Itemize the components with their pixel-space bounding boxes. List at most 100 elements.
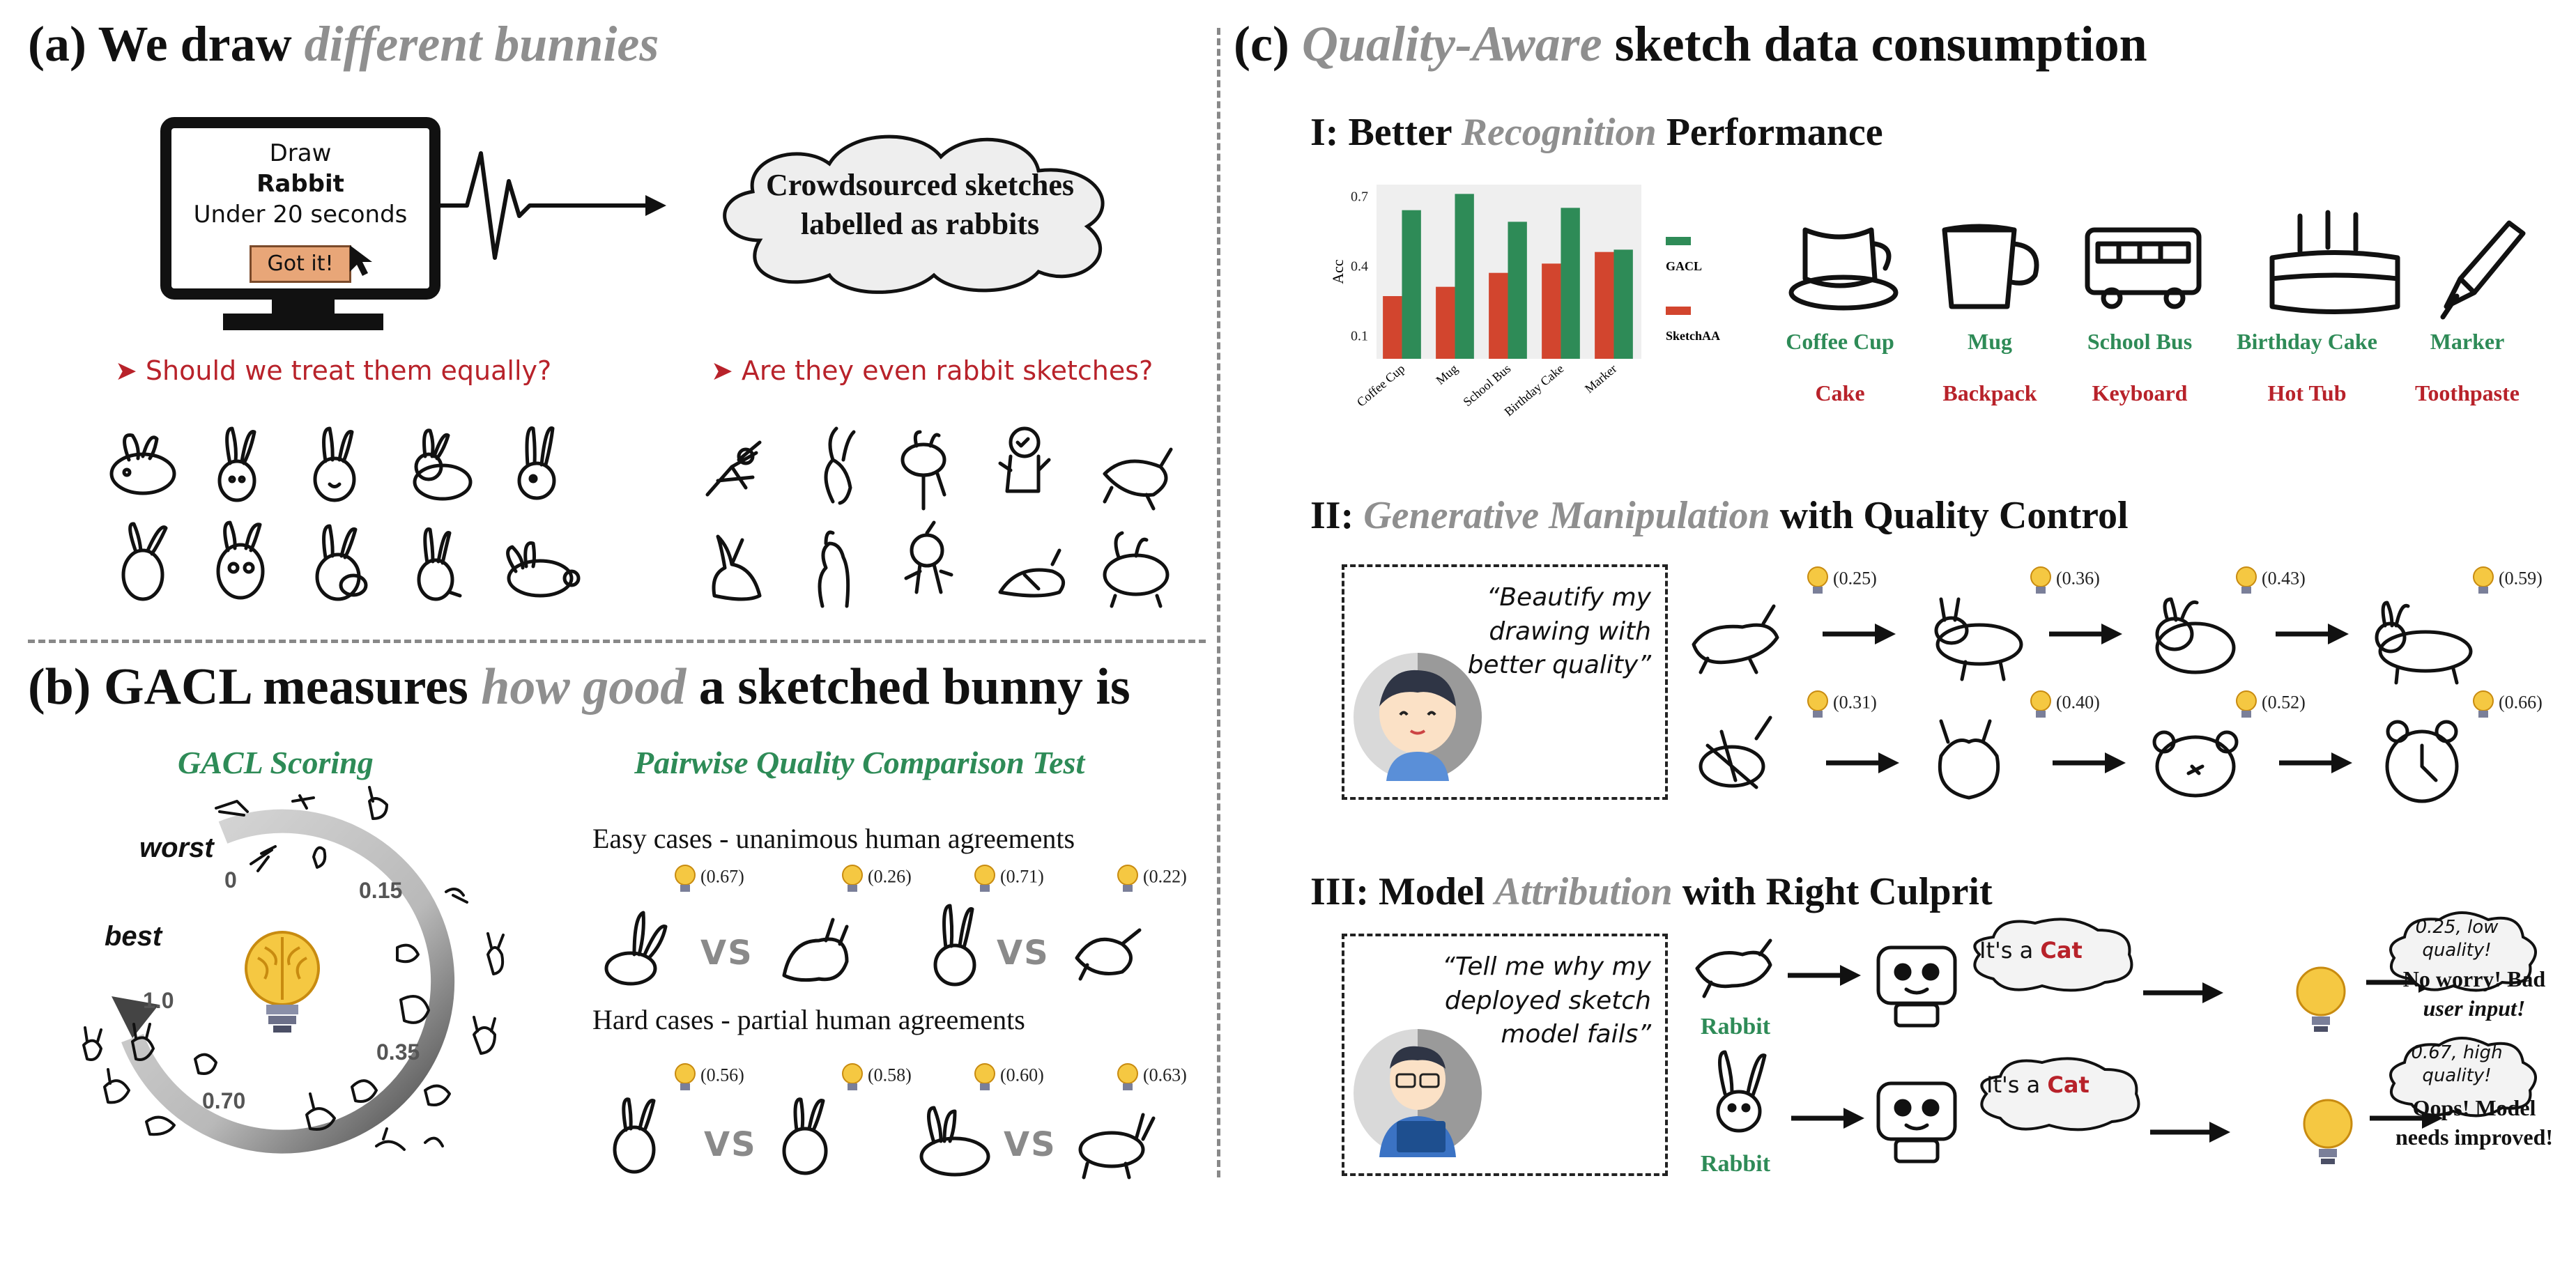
- easy-case-sketches: [604, 904, 1142, 987]
- result-1-line2: user input!: [2423, 995, 2526, 1021]
- monitor-line-draw: Draw: [269, 139, 332, 167]
- brain-bulb-icon: [2473, 566, 2494, 594]
- panel-b-title-emphasis: how good: [481, 658, 687, 716]
- x-tick-label: School Bus: [1460, 362, 1513, 409]
- hard-score-1: (0.56): [673, 1062, 744, 1095]
- gauge-tick-070: 0.70: [202, 1088, 246, 1113]
- question-right-text: Are they even rabbit sketches?: [741, 355, 1153, 386]
- bar-gacl-1: [1455, 194, 1474, 359]
- rabbit-label-1: Rabbit: [1700, 1014, 1771, 1039]
- bar-sketchaa-4: [1595, 252, 1614, 359]
- gen-score-1-4: (0.59): [2471, 566, 2543, 598]
- gauge-tick-015: 0.15: [359, 878, 403, 903]
- got-it-button[interactable]: Got it!: [250, 245, 351, 283]
- x-tick-label: Mug: [1433, 362, 1460, 387]
- score-value: (0.71): [1000, 866, 1044, 887]
- result-1: No worry! Bad user input!: [2391, 965, 2558, 1023]
- y-axis-label: Acc: [1329, 259, 1347, 284]
- speech-cat: Cat: [2047, 1072, 2090, 1098]
- green-label-marker: Marker: [2430, 329, 2505, 354]
- gauge-tick-035: 0.35: [376, 1039, 420, 1065]
- robot-icon: [1876, 945, 1957, 1028]
- thought-text-1: 0.25, low quality!: [2415, 917, 2499, 961]
- score-value: (0.36): [2056, 568, 2100, 589]
- section-1-em: Recognition: [1461, 111, 1657, 154]
- hard-cases-label: Hard cases - partial human agreements: [592, 1004, 1025, 1035]
- gacl-score-gauge: [112, 809, 455, 1154]
- green-label-mug: Mug: [1968, 329, 2012, 354]
- y-tick-label: 0.7: [1351, 190, 1368, 205]
- panel-c-label: (c): [1234, 16, 1289, 72]
- section-2-post: with Quality Control: [1770, 494, 2129, 537]
- vs-hard-2: VS: [1004, 1125, 1057, 1164]
- brain-bulb-icon: [1807, 690, 1828, 718]
- rabbit-label-2: Rabbit: [1700, 1151, 1771, 1177]
- score-value: (0.31): [1833, 692, 1877, 713]
- x-tick-label: Coffee Cup: [1354, 362, 1408, 410]
- section-1-pre: I: Better: [1310, 111, 1462, 154]
- panel-c-title: (c) Quality-Aware sketch data consumptio…: [1234, 15, 2147, 73]
- section-2-title: II: Generative Manipulation with Quality…: [1310, 493, 2129, 538]
- thought-bubble: [2389, 911, 2537, 992]
- y-tick-label: 0.1: [1351, 329, 1368, 344]
- panel-divider-horizontal: [28, 640, 1206, 643]
- section-3-post: with Right Culprit: [1672, 870, 1993, 913]
- brain-bulb-icon: [675, 865, 696, 892]
- gen-score-2-1: (0.31): [1805, 690, 1877, 722]
- gen-score-1-2: (0.36): [2028, 566, 2100, 598]
- gauge-bunny-sketches: [82, 786, 505, 1151]
- question-left: ➤ Should we treat them equally?: [115, 355, 551, 386]
- pointer-arrow-icon: ➤: [115, 355, 146, 386]
- quote-box-attribution: “Tell me why my deployed sketch model fa…: [1342, 934, 1668, 1176]
- panel-b-title-post: a sketched bunny is: [686, 658, 1130, 716]
- attribution-row-1: [1695, 911, 2537, 1032]
- section-2-em: Generative Manipulation: [1363, 494, 1770, 537]
- panel-c-title-post: sketch data consumption: [1602, 16, 2147, 72]
- gen-score-2-2: (0.40): [2028, 690, 2100, 722]
- gacl-scoring-title: GACL Scoring: [178, 745, 374, 780]
- pointer-arrow-icon: ➤: [711, 355, 742, 386]
- result-1-line1: No worry! Bad: [2402, 966, 2546, 991]
- brain-bulb-icon: [245, 931, 320, 1033]
- flow-arrows-row-2: [1826, 752, 2352, 773]
- bar-sketchaa-3: [1542, 263, 1561, 359]
- developer-avatar-icon: [1354, 1029, 1482, 1157]
- cursor-icon: [350, 245, 372, 276]
- gauge-tick-10: 1.0: [143, 988, 174, 1013]
- red-label-hot-tub: Hot Tub: [2267, 380, 2347, 405]
- bar-sketchaa-0: [1383, 296, 1402, 359]
- panel-divider-vertical: [1217, 28, 1220, 1177]
- speech-text-2: It's a Cat: [1986, 1072, 2090, 1098]
- section-3-title: III: Model Attribution with Right Culpri…: [1310, 869, 1993, 914]
- panel-a-label: (a): [28, 16, 86, 72]
- legend-swatch-1: [1666, 307, 1691, 315]
- section-3-pre: III: Model: [1310, 870, 1495, 913]
- green-label-birthday-cake: Birthday Cake: [2237, 329, 2377, 354]
- bunny-grid-good: [98, 418, 599, 613]
- panel-a-title-text: We draw: [98, 16, 305, 72]
- thought-bubble: [2389, 1037, 2537, 1118]
- hard-score-3: (0.60): [972, 1062, 1044, 1095]
- gen-score-2-4: (0.66): [2471, 690, 2543, 722]
- brain-bulb-icon: [2303, 1099, 2353, 1164]
- hard-score-4: (0.63): [1115, 1062, 1187, 1095]
- easy-score-3: (0.71): [972, 864, 1044, 896]
- red-label-backpack: Backpack: [1942, 380, 2037, 405]
- flow-arrows-row-1: [1823, 624, 2349, 644]
- brain-bulb-icon: [1807, 566, 1828, 594]
- monitor-line-time: Under 20 seconds: [193, 201, 408, 229]
- robot-icon: [1876, 1081, 1957, 1163]
- result-2-line1: Oops! Model: [2412, 1095, 2536, 1120]
- red-label-toothpaste: Toothpaste: [2415, 380, 2520, 405]
- easy-score-1: (0.67): [673, 864, 744, 896]
- brain-bulb-icon: [842, 1063, 863, 1090]
- section-3-em: Attribution: [1494, 870, 1673, 913]
- quote-beautify: “Beautify my drawing with better quality…: [1467, 583, 1651, 680]
- monitor-stand: [223, 293, 383, 330]
- gen-score-2-3: (0.52): [2234, 690, 2306, 722]
- panel-a-title-emphasis: different bunnies: [304, 16, 659, 72]
- speech-cat: Cat: [2040, 937, 2083, 964]
- red-label-cake: Cake: [1815, 380, 1865, 405]
- recognition-object-sketches: [1788, 210, 2526, 320]
